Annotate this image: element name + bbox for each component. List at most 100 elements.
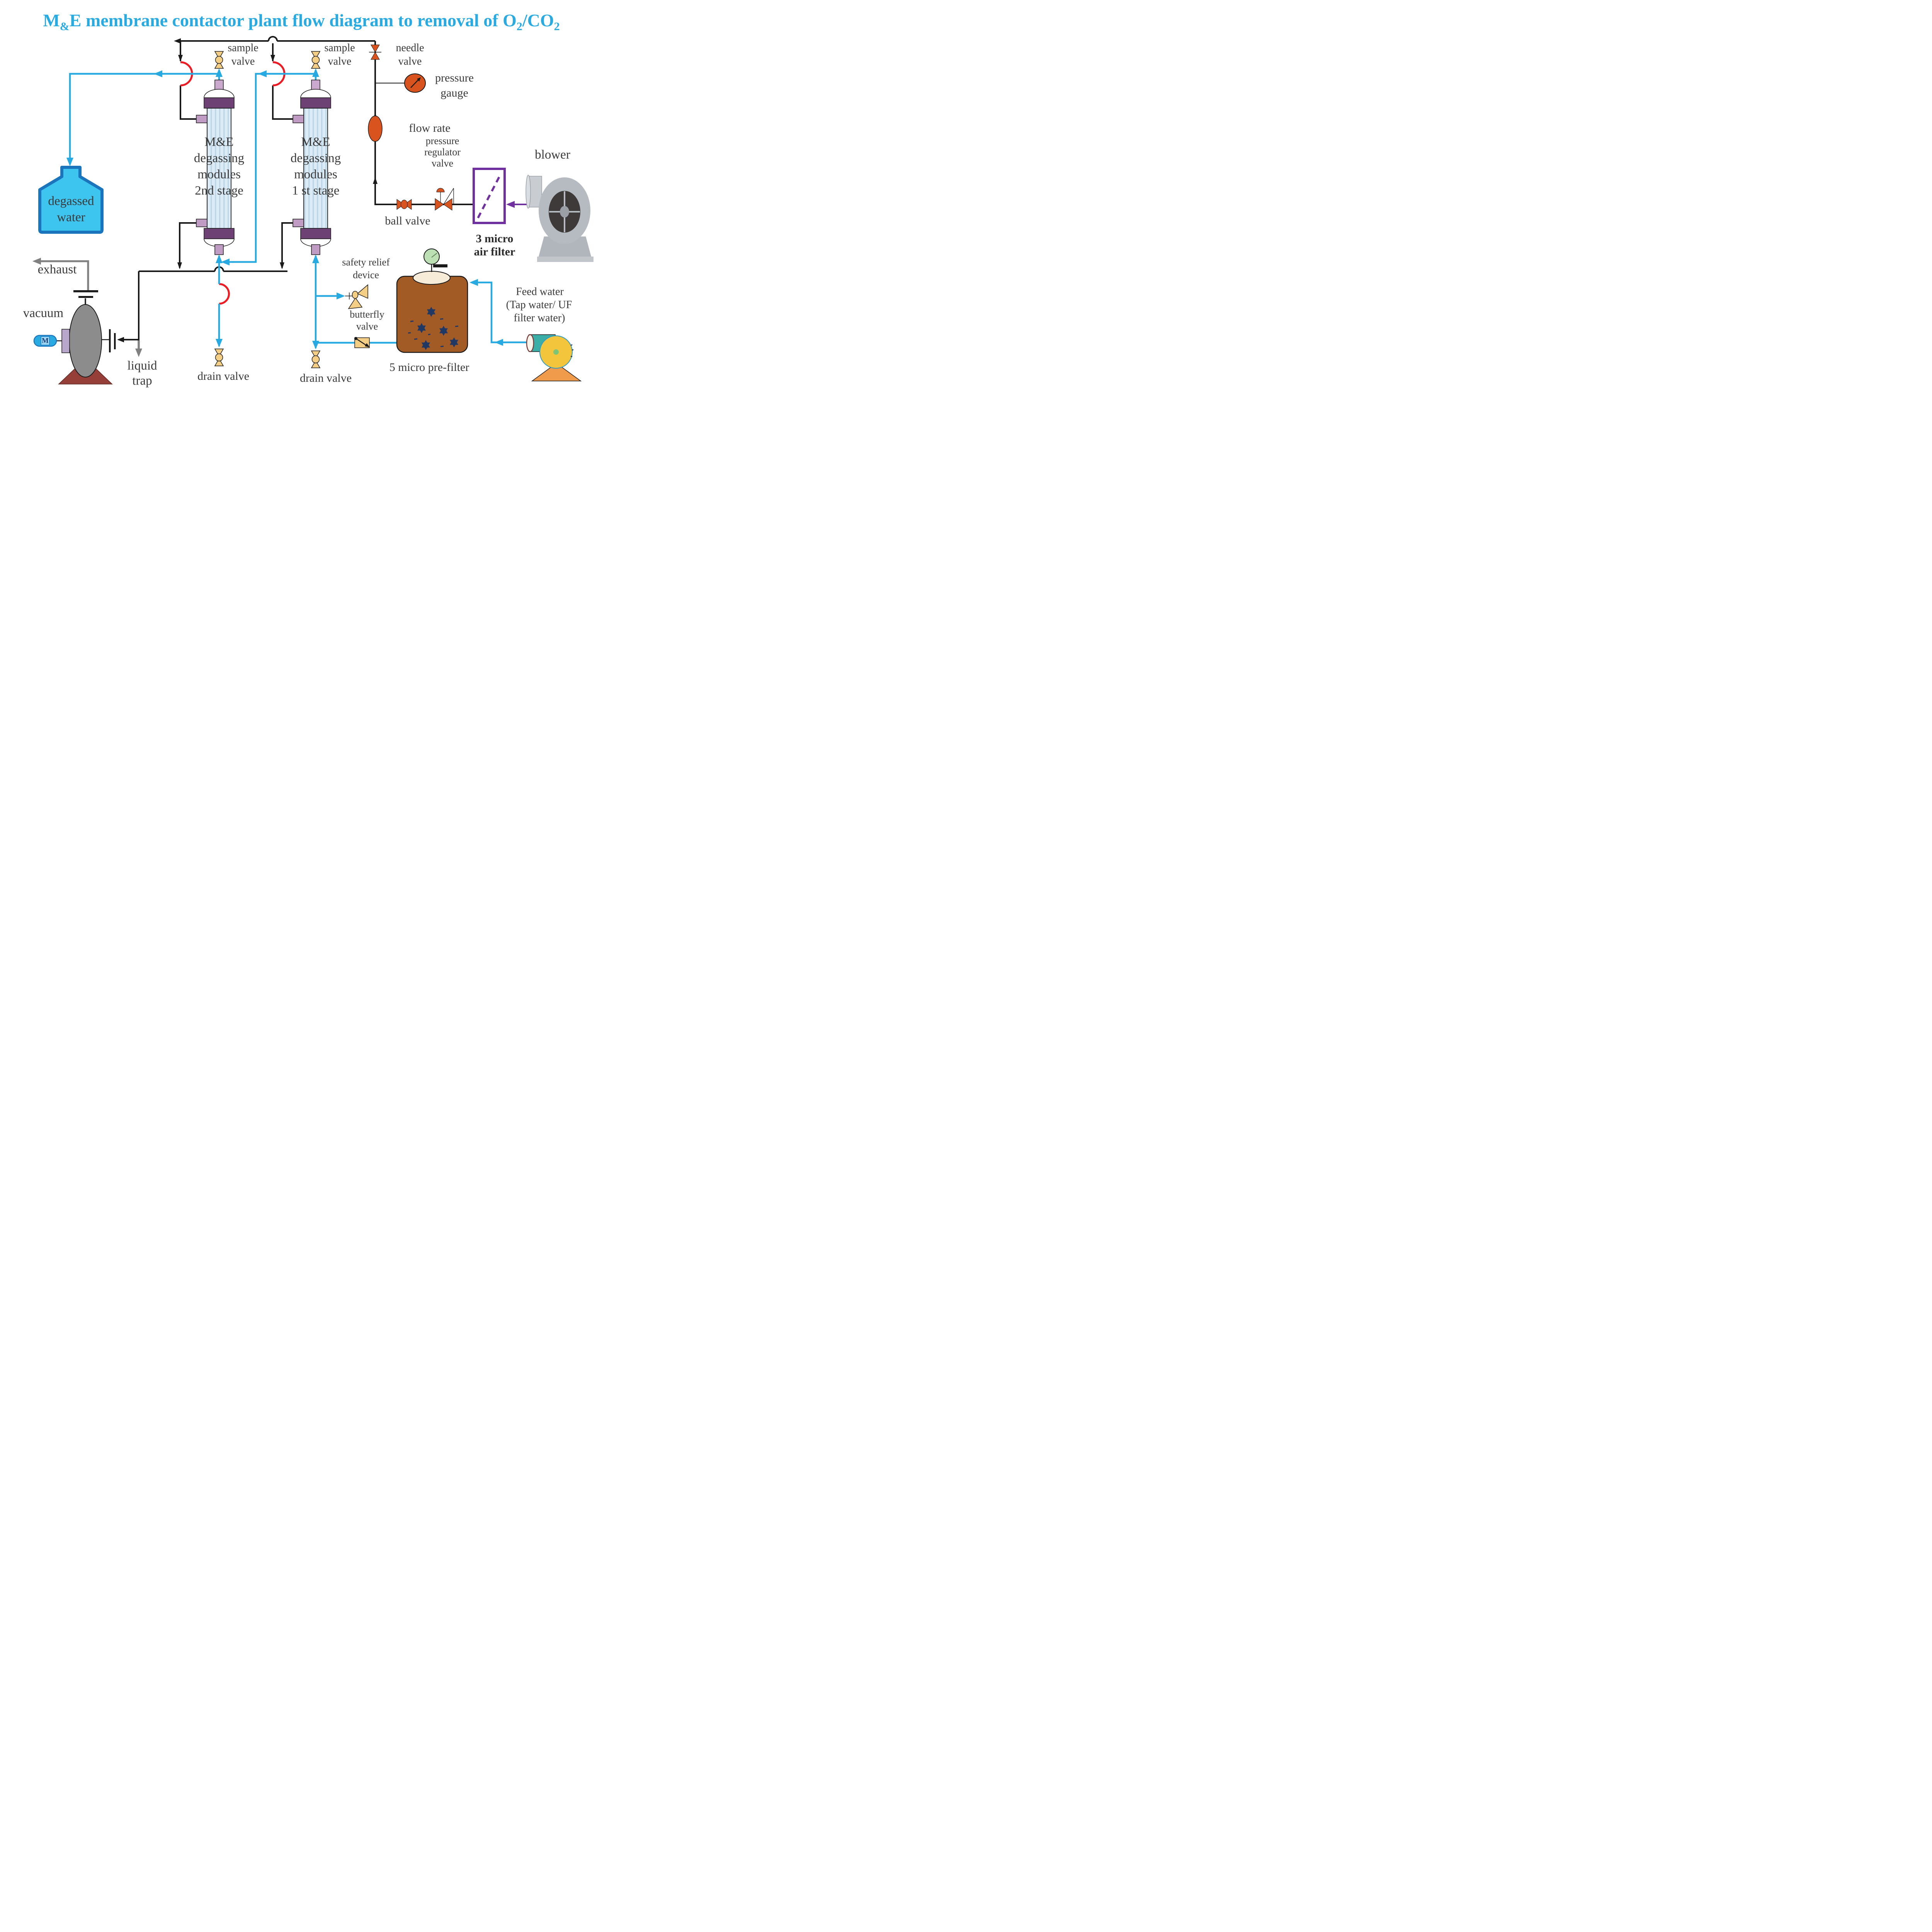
prefilter-gauge-needle — [431, 253, 437, 258]
prefilter-lid — [413, 271, 451, 285]
prefilter-handle — [433, 264, 447, 267]
arrow-down-icon — [135, 349, 142, 357]
valve-ball — [311, 355, 320, 364]
sample-valve-2-icon — [214, 51, 224, 69]
sample-valve-label: sample — [324, 42, 355, 54]
arrow-down-icon — [270, 55, 275, 62]
star-icon — [422, 342, 430, 350]
module-lower-port — [196, 219, 207, 227]
feed-water-label: (Tap water/ UF — [506, 299, 572, 311]
arrow-down-icon — [312, 341, 319, 349]
pump-body — [69, 304, 102, 378]
module-label: degassing — [291, 151, 341, 165]
butterfly-valve-label: valve — [356, 321, 378, 332]
valve-wedge — [311, 60, 321, 69]
water-flow-arrows — [66, 68, 503, 349]
motor-badge — [41, 336, 50, 345]
blower-outlet-flange — [526, 175, 531, 209]
star-icon — [439, 328, 448, 336]
valve-wedge — [396, 199, 405, 210]
membrane-module-stage1: M&E degassing modules 1 st stage — [291, 80, 341, 255]
module-upper-port — [293, 115, 304, 123]
sample-valve-label: valve — [328, 55, 352, 67]
drain-valve-2-icon — [214, 349, 224, 366]
feed-pump-icon — [526, 334, 582, 381]
arrow-right-icon — [337, 293, 345, 299]
relief-skirt — [348, 297, 363, 309]
arrow-left-icon — [32, 258, 41, 265]
module-top-dome — [204, 89, 235, 98]
pump-marks — [570, 344, 574, 357]
title-co2-subscript: 2 — [554, 20, 560, 33]
module-fiber-body — [303, 108, 328, 229]
valve-wedge — [371, 52, 380, 60]
arrow-up-icon — [216, 255, 223, 263]
module-bottom-cap — [204, 228, 235, 239]
degassed-water-tank — [38, 166, 104, 234]
module-top-nozzle — [214, 80, 224, 90]
pipe-module2-gas-drop — [180, 85, 196, 120]
tank-label: water — [57, 211, 85, 224]
pipe-feedpump-to-prefilter — [471, 281, 529, 344]
pump-coupling — [61, 329, 70, 353]
valve-wedge — [443, 198, 452, 211]
valve-wedge — [214, 51, 224, 60]
valve-wedge — [435, 198, 444, 211]
pump-suction-flange — [526, 334, 534, 352]
regulator-dome — [436, 188, 445, 192]
needle-valve-icon — [369, 44, 381, 60]
module-label: M&E — [204, 135, 233, 149]
pressure-regulator-label: pressure — [426, 135, 459, 146]
pump-base — [531, 363, 582, 381]
pump-top-flange — [78, 296, 93, 298]
blower-label: blower — [535, 148, 570, 162]
arrow-left-icon — [258, 70, 267, 77]
liquid-trap-label: liquid — [127, 359, 157, 373]
prefilter-particles — [417, 307, 458, 350]
relief-wedge — [357, 284, 368, 299]
module-label: modules — [197, 168, 241, 182]
membrane-module-stage2: M&E degassing modules 2nd stage — [194, 80, 244, 255]
valve-wedge — [311, 350, 321, 359]
butterfly-valve-icon — [354, 337, 370, 348]
butterfly-disc-tip — [365, 343, 370, 347]
prefilter-gauge-icon — [423, 248, 440, 265]
pressure-regulator-label: regulator — [424, 146, 461, 158]
safety-relief-valve-icon — [345, 284, 368, 309]
module-label: modules — [294, 168, 337, 182]
arrow-up-icon — [312, 68, 319, 77]
valve-wedge — [371, 44, 380, 53]
module-bottom-nozzle — [214, 244, 224, 255]
valve-wedge — [214, 60, 224, 69]
valve-ball — [401, 200, 408, 209]
exhaust-line — [32, 258, 89, 291]
vacuum-label: vacuum — [23, 306, 64, 320]
drain-valve-1-icon — [311, 350, 321, 368]
fan-hub — [560, 206, 569, 218]
module-bottom-nozzle — [311, 244, 320, 255]
pipe-crossover-bump — [268, 36, 278, 41]
tank-label: degassed — [48, 194, 94, 208]
arrow-up-icon — [373, 177, 378, 184]
blower-icon — [526, 175, 594, 262]
arrow-down-icon — [66, 158, 73, 166]
trap-plate — [109, 329, 111, 352]
safety-relief-label: device — [353, 269, 379, 281]
gauge-needle-icon — [410, 79, 419, 88]
title-part: E membrane contactor plant flow diagram … — [69, 10, 517, 30]
title-part: /CO — [522, 10, 554, 30]
valve-wedge — [214, 349, 224, 357]
arrow-left-icon — [506, 201, 515, 208]
pressure-gauge-label: pressure — [435, 71, 474, 84]
arrow-up-icon — [216, 68, 223, 77]
liquid-trap-icon — [102, 329, 142, 357]
arrow-down-icon — [280, 262, 284, 269]
module-bottom-cap — [300, 228, 331, 239]
butterfly-disc — [355, 338, 367, 347]
module-label: degassing — [194, 151, 244, 165]
blower-base — [539, 236, 591, 257]
module-label: M&E — [301, 135, 330, 149]
title-part: M — [43, 10, 60, 30]
title-o2-subscript: 2 — [516, 20, 522, 33]
pipe-module2-vacuum-line — [179, 222, 196, 268]
